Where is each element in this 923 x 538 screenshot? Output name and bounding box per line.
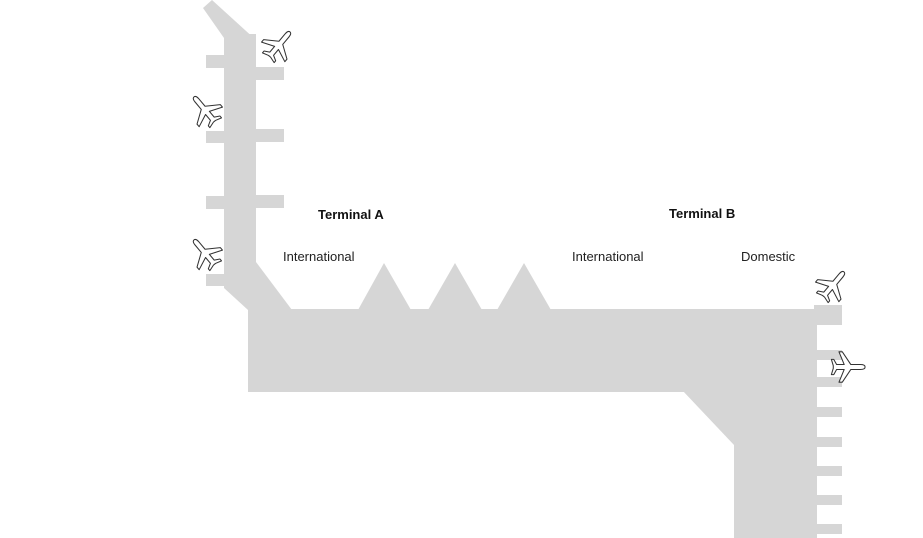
terminal-a-international-label: International bbox=[283, 249, 355, 264]
roof-bump bbox=[497, 263, 551, 310]
airplane-icon bbox=[181, 86, 228, 134]
left-pier-connector bbox=[224, 262, 292, 310]
gate-stub bbox=[814, 350, 842, 360]
right-pier-spine bbox=[734, 440, 814, 538]
left-pier-spine bbox=[224, 34, 256, 269]
gate-stub bbox=[814, 377, 842, 387]
gate-stub bbox=[206, 55, 226, 68]
gate-stub bbox=[814, 305, 842, 325]
gate-stub bbox=[814, 437, 842, 447]
gate-stub bbox=[254, 195, 284, 208]
terminal-a-label: Terminal A bbox=[318, 207, 384, 222]
gate-stub bbox=[814, 495, 842, 505]
gate-stub bbox=[814, 524, 842, 534]
airplane-icon bbox=[810, 261, 857, 309]
terminal-b-international-label: International bbox=[572, 249, 644, 264]
terminal-b-domestic-label: Domestic bbox=[741, 249, 796, 264]
gate-stub bbox=[206, 196, 226, 209]
gate-stub bbox=[814, 466, 842, 476]
gate-stub bbox=[254, 129, 284, 142]
gate-stub bbox=[206, 274, 228, 286]
airplane-icon bbox=[256, 21, 303, 69]
gate-stub bbox=[814, 407, 842, 417]
airplane-icon bbox=[181, 229, 228, 277]
main-hall bbox=[248, 309, 814, 392]
right-pier-strip bbox=[812, 320, 817, 538]
gate-stub bbox=[206, 131, 226, 143]
roof-bump bbox=[358, 263, 411, 310]
gate-stub bbox=[254, 67, 284, 80]
roof-bump bbox=[428, 263, 482, 310]
terminal-building bbox=[203, 0, 842, 538]
terminal-b-label: Terminal B bbox=[669, 206, 736, 221]
right-pier-connector bbox=[682, 390, 814, 445]
